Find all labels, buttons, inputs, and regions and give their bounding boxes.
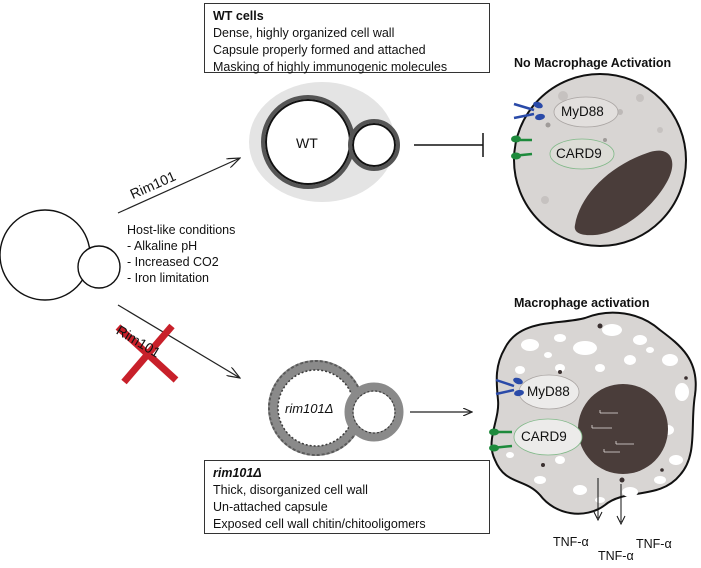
condition-item: - Iron limitation: [127, 271, 209, 285]
card9-label-top: CARD9: [556, 146, 602, 161]
mutant-yeast-cell: [268, 360, 404, 456]
wt-yeast-cell: [249, 82, 400, 202]
activation-heading: Macrophage activation: [514, 296, 650, 310]
card9-receptor-icon-bottom: [489, 428, 513, 452]
condition-item: - Alkaline pH: [127, 239, 198, 253]
resting-macrophage: [513, 73, 687, 247]
no-activation-heading: No Macrophage Activation: [514, 56, 672, 70]
mutant-cell-label: rim101Δ: [285, 401, 334, 416]
conditions-title: Host-like conditions: [127, 223, 236, 237]
tnf-alpha-label: TNF-α: [636, 537, 672, 551]
mutant-box-title: rim101Δ: [213, 466, 262, 480]
mutant-box-line: Un-attached capsule: [213, 500, 328, 514]
condition-item: - Increased CO2: [127, 255, 219, 269]
wt-box-line: Dense, highly organized cell wall: [213, 26, 395, 40]
mutant-box-line: Exposed cell wall chitin/chitooligomers: [213, 517, 426, 531]
card9-receptor-icon-top: [511, 135, 533, 160]
rim101-arrow-bottom: [117, 304, 240, 378]
host-conditions: Host-like conditions - Alkaline pH - Inc…: [127, 222, 235, 286]
mutant-description-box: rim101Δ Thick, disorganized cell wall Un…: [204, 460, 490, 534]
red-cross-icon: [115, 323, 179, 385]
myd88-label-top: MyD88: [561, 104, 604, 119]
card9-label-bottom: CARD9: [521, 429, 567, 444]
myd88-label-bottom: MyD88: [527, 384, 570, 399]
wt-box-line: Masking of highly immunogenic molecules: [213, 60, 448, 74]
myd88-receptor-icon-bottom: [495, 377, 524, 397]
wt-description-box: WT cells Dense, highly organized cell wa…: [204, 3, 490, 74]
parent-yeast-cell: [0, 209, 121, 301]
myd88-receptor-icon-top: [513, 101, 545, 121]
tnf-alpha-label: TNF-α: [553, 535, 589, 549]
tnf-alpha-label: TNF-α: [598, 549, 634, 563]
inhibition-line: [414, 133, 484, 157]
rim101-arrow-top: [117, 158, 240, 214]
wt-box-title: WT cells: [213, 9, 264, 23]
wt-box-line: Capsule properly formed and attached: [213, 43, 426, 57]
mutant-box-line: Thick, disorganized cell wall: [213, 483, 368, 497]
wt-cell-label: WT: [296, 135, 318, 151]
activated-macrophage: [490, 311, 697, 526]
